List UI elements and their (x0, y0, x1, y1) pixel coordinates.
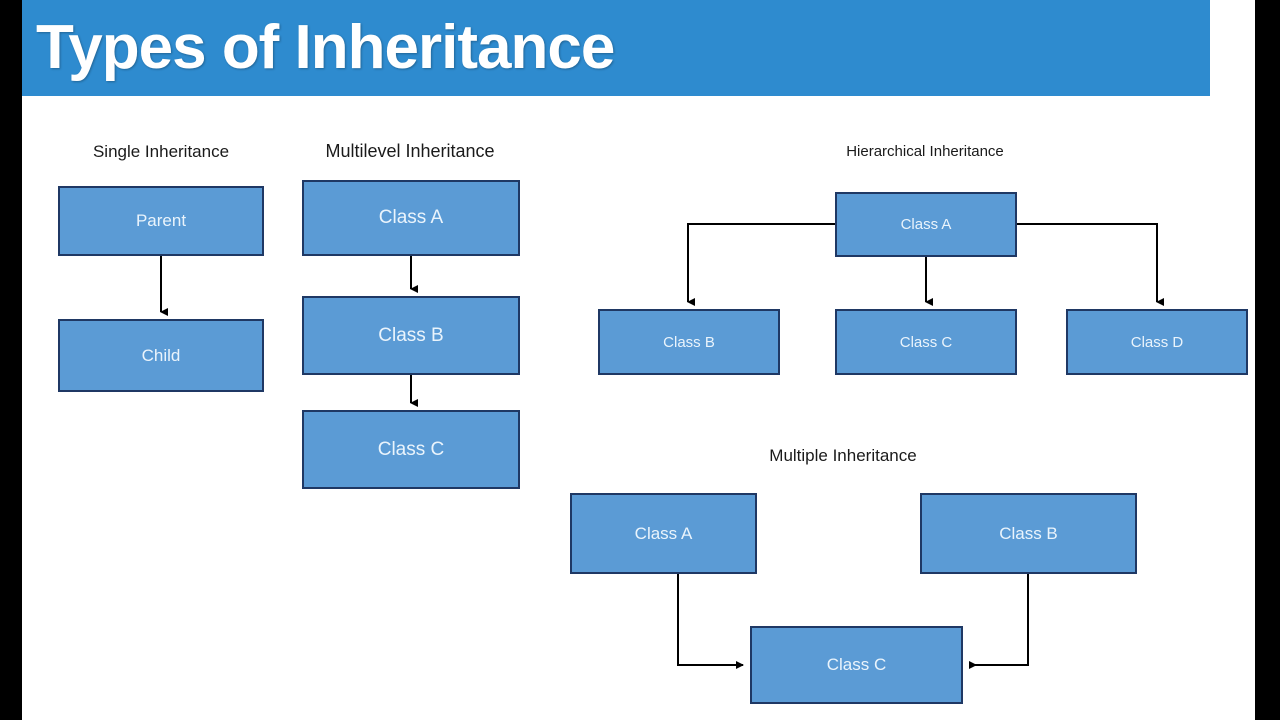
node-label: Class B (999, 523, 1058, 543)
node-label: Class C (899, 333, 953, 351)
page-title: Types of Inheritance (36, 13, 615, 82)
node-label: Class B (378, 324, 444, 346)
node-label: Child (141, 345, 181, 365)
heading-hierarchical-inheritance: Hierarchical Inheritance (846, 143, 1004, 160)
letterbox-left (0, 0, 22, 720)
node-hierarchical-class-c[interactable]: Class C (835, 309, 1017, 375)
node-multilevel-class-c[interactable]: Class C (302, 410, 520, 489)
letterbox-right (1255, 0, 1280, 720)
node-multilevel-class-a[interactable]: Class A (302, 180, 520, 256)
node-multilevel-class-b[interactable]: Class B (302, 296, 520, 375)
node-hierarchical-class-d[interactable]: Class D (1066, 309, 1248, 375)
node-label: Class D (1130, 333, 1184, 351)
title-banner: Types of Inheritance (22, 0, 1210, 96)
node-label: Class A (900, 216, 952, 233)
edge-hierarchical-a-d (1017, 223, 1164, 306)
node-single-parent[interactable]: Parent (58, 186, 264, 256)
edge-multiple-b-c (969, 574, 1029, 669)
node-single-child[interactable]: Child (58, 319, 264, 392)
node-label: Class A (378, 207, 444, 228)
node-label: Class C (377, 438, 445, 460)
node-label: Class B (663, 333, 715, 351)
node-label: Class C (826, 655, 887, 674)
heading-multilevel-inheritance: Multilevel Inheritance (325, 141, 495, 161)
heading-single-inheritance: Single Inheritance (92, 142, 230, 161)
node-multiple-class-c[interactable]: Class C (750, 626, 963, 704)
node-multiple-class-b[interactable]: Class B (920, 493, 1137, 574)
node-hierarchical-class-b[interactable]: Class B (598, 309, 780, 375)
heading-multiple-inheritance: Multiple Inheritance (769, 446, 917, 465)
node-label: Class A (634, 523, 693, 543)
node-hierarchical-class-a[interactable]: Class A (835, 192, 1017, 257)
edge-multiple-a-c (677, 574, 744, 669)
node-label: Parent (135, 211, 187, 230)
edge-hierarchical-a-b (687, 223, 835, 306)
node-multiple-class-a[interactable]: Class A (570, 493, 757, 574)
